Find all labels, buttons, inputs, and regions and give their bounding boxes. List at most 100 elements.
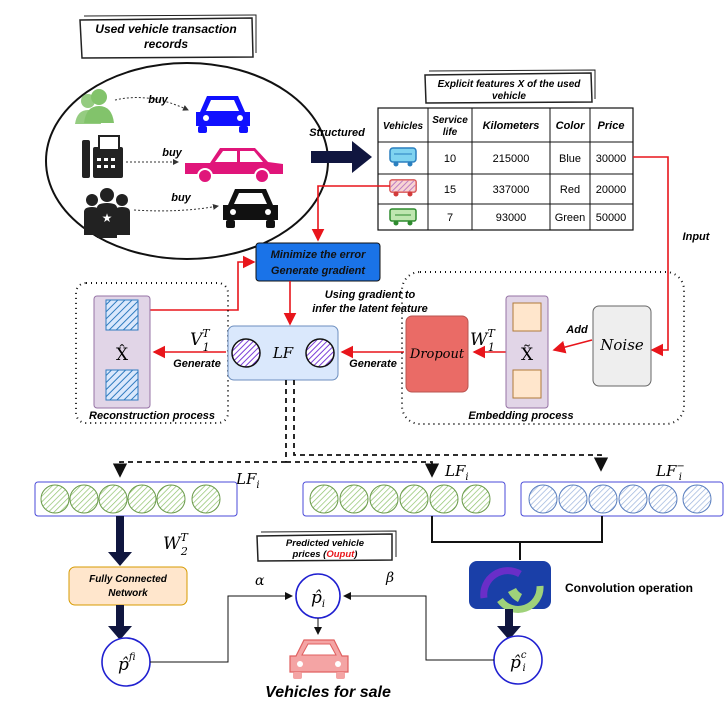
buy-label-1: buy xyxy=(148,94,168,106)
noise-to-xtilde-arrow xyxy=(552,339,593,354)
fax-icon xyxy=(82,135,123,178)
lf-vector-left xyxy=(34,481,238,517)
alpha-label: α xyxy=(255,573,265,589)
table-header-color: Color xyxy=(556,120,585,132)
sale-car-icon xyxy=(289,639,349,679)
p-hat-label: p̂i xyxy=(311,588,325,610)
embedding-label: Embedding process xyxy=(468,410,573,422)
structured-label: Structured xyxy=(309,127,365,139)
using-gradient-line1: Using gradient to xyxy=(325,289,416,301)
x-hat-label: X̂ xyxy=(116,345,129,365)
conv-arrow xyxy=(497,609,521,640)
error-arrow xyxy=(311,185,390,242)
transactions-title-line1: Used vehicle transaction xyxy=(95,22,236,36)
x-tilde-box: X̃ xyxy=(505,295,549,409)
svg-text:★: ★ xyxy=(102,211,113,225)
vehicles-for-sale-label: Vehicles for sale xyxy=(265,684,391,701)
buy-arrow-3 xyxy=(133,203,219,212)
lf-distribution-lines xyxy=(112,380,609,478)
predicted-title-box: Predicted vehicle prices (Ouput) xyxy=(256,530,397,562)
p-hat-f-node: p̂fi xyxy=(101,637,151,687)
table-cell: 10 xyxy=(444,153,456,165)
wagon-blue-icon xyxy=(389,147,417,167)
merge-line xyxy=(431,516,603,543)
buy-label-2: buy xyxy=(162,147,182,159)
lf-i-minus-label: LF−i xyxy=(655,461,685,483)
table-header-kilometers: Kilometers xyxy=(483,120,540,132)
input-label: Input xyxy=(683,231,711,243)
reconstruction-label: Reconstruction process xyxy=(89,410,215,422)
reconstruction-to-minimize-arrow xyxy=(150,255,256,311)
lf-i-label-2: LFi xyxy=(444,462,469,483)
fcn-box: Fully Connected Network xyxy=(68,566,188,606)
features-title-line2: vehicle xyxy=(492,91,526,102)
pf-to-p-arrow xyxy=(150,592,293,663)
p-hat-f-label: p̂fi xyxy=(118,652,136,675)
table-cell: 337000 xyxy=(493,184,530,196)
x-tilde-label: X̃ xyxy=(521,345,534,365)
table-cell: 7 xyxy=(447,212,453,224)
minimize-box: Minimize the error Generate gradient xyxy=(255,242,381,282)
features-title-line1: Explicit features X of the used xyxy=(438,79,582,90)
wagon-green-icon xyxy=(389,208,417,226)
transactions-title-box: Used vehicle transaction records xyxy=(79,14,257,59)
features-title-box: Explicit features X of the used vehicle xyxy=(424,69,596,104)
using-gradient-line2: infer the latent feature xyxy=(312,303,428,315)
table-cell: Green xyxy=(555,212,586,224)
input-arrow xyxy=(633,156,669,357)
blue-car-icon xyxy=(196,96,250,133)
table-cell: 215000 xyxy=(493,153,530,165)
structured-arrow xyxy=(311,141,372,173)
embedding-region xyxy=(401,271,685,425)
table-cell: 50000 xyxy=(596,212,627,224)
beta-label: β xyxy=(385,570,394,586)
pink-car-icon xyxy=(185,148,283,184)
table-header-price: Price xyxy=(598,120,625,132)
table-cell: 20000 xyxy=(596,184,627,196)
reconstruction-region xyxy=(75,282,229,424)
transactions-title-line2: records xyxy=(144,37,188,51)
table-cell: Blue xyxy=(559,153,581,165)
predicted-line2: prices (Ouput) xyxy=(292,549,358,560)
buy-label-3: buy xyxy=(171,192,191,204)
lf-vector-right xyxy=(520,481,724,517)
convolution-icon xyxy=(469,561,551,613)
table-cell: Red xyxy=(560,184,580,196)
x-hat-box: X̂ xyxy=(93,295,151,409)
table-header-vehicles: Vehicles xyxy=(383,121,424,132)
table-cell: 30000 xyxy=(596,153,627,165)
lf-i-label-1: LFi xyxy=(235,470,260,491)
group-icon: ★ xyxy=(84,188,130,238)
minimize-line1: Minimize the error xyxy=(271,249,366,261)
fcn-line2: Network xyxy=(108,588,148,599)
fcn-arrow xyxy=(108,605,132,640)
table-cell: 93000 xyxy=(496,212,527,224)
pc-to-p-arrow xyxy=(343,592,494,661)
users-icon xyxy=(75,89,114,124)
fcn-line1: Fully Connected xyxy=(89,574,168,585)
generate-right-label: Generate xyxy=(349,358,397,370)
minimize-line2: Generate gradient xyxy=(271,265,366,277)
dropout-box: Dropout xyxy=(405,315,469,393)
black-car-icon xyxy=(223,189,278,228)
convolution-label: Convolution operation xyxy=(565,581,693,595)
lf-label: LF xyxy=(272,344,294,362)
add-label: Add xyxy=(565,324,588,336)
predicted-line1: Predicted vehicle xyxy=(286,538,365,549)
generate-left-label: Generate xyxy=(173,358,221,370)
noise-label: Noise xyxy=(599,336,644,354)
lf-box: LF xyxy=(227,325,339,381)
w2t-arrow xyxy=(108,516,132,566)
noise-box: Noise xyxy=(592,305,652,387)
lf-vector-middle xyxy=(302,481,506,517)
table-cell: 15 xyxy=(444,184,456,196)
p-hat-node: p̂i xyxy=(295,573,341,619)
